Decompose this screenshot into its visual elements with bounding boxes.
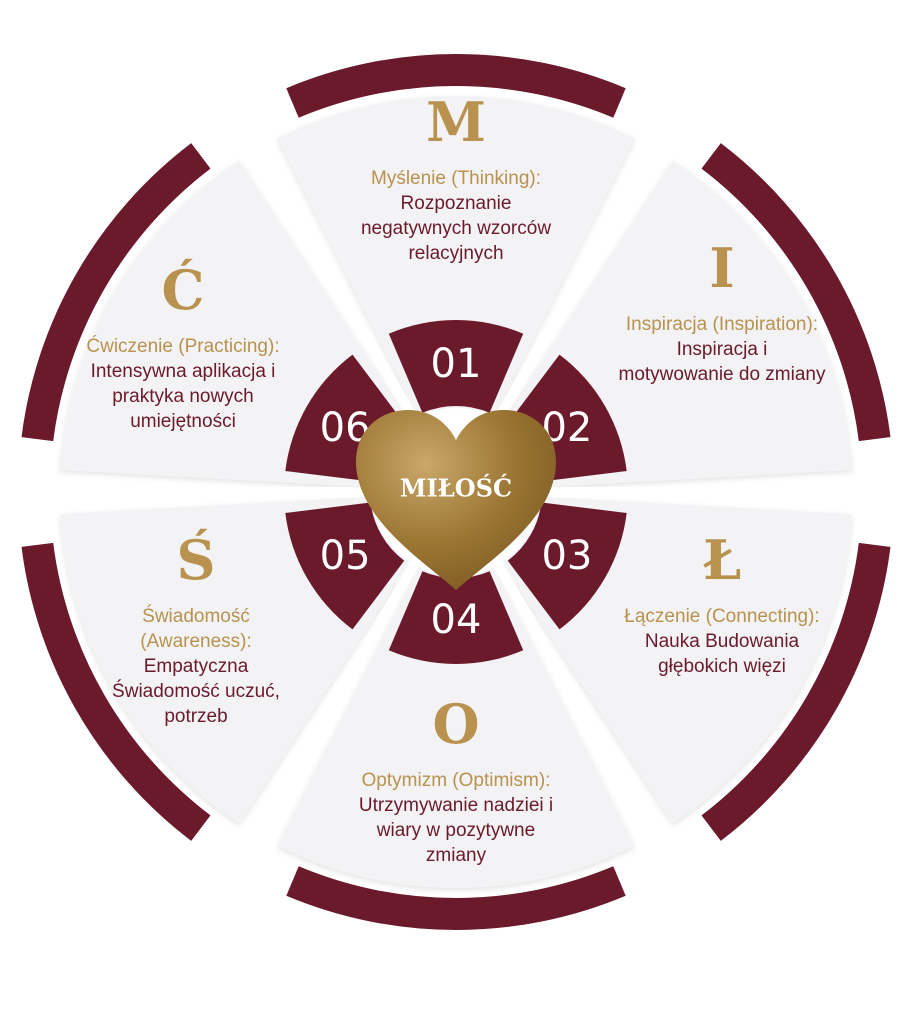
inner-segment-01	[388, 320, 524, 413]
segment-text-04: O Optymizm (Optimism): Utrzymywanie nadzie…	[326, 694, 586, 868]
segment-outer-band-05	[21, 542, 211, 841]
segment-description-line: głębokich więzi	[658, 656, 786, 677]
segment-outer-band-01	[286, 53, 626, 118]
segment-description-line: Świadomość uczuć,	[112, 681, 280, 702]
segment-text-06: Ć Ćwiczenie (Practicing): Intensywna aplik…	[53, 260, 313, 434]
segment-letter: Ł	[702, 528, 742, 592]
segment-number-label: 05	[320, 533, 371, 579]
segment-title: Optymizm (Optimism):	[361, 770, 551, 791]
segment-letter: M	[426, 90, 486, 154]
segment-outer-band-04	[286, 866, 626, 931]
segment-outer-band-03	[701, 542, 891, 841]
segment-title: Świadomość (Awareness):	[140, 606, 252, 652]
segment-number-label: 04	[431, 597, 482, 643]
segment-description-line: Rozpoznanie	[400, 193, 512, 214]
center-label: MIŁOŚĆ	[400, 474, 512, 503]
segment-number-label: 01	[431, 341, 482, 387]
inner-segment-05	[285, 502, 405, 630]
segment-title: Inspiracja (Inspiration):	[625, 314, 819, 335]
segment-description-line: umiejętności	[130, 411, 236, 432]
segment-description-line: zmiany	[425, 845, 487, 866]
segment-letter: Ś	[176, 528, 216, 592]
segment-outer-band-06	[21, 143, 211, 442]
segment-title: Ćwiczenie (Practicing):	[86, 336, 280, 357]
inner-segment-03	[507, 502, 627, 630]
segment-outer-band-02	[701, 143, 891, 442]
segment-letter: Ć	[161, 258, 205, 322]
segment-letter: I	[709, 236, 735, 300]
segment-title: Łączenie (Connecting):	[624, 606, 820, 627]
segment-description-line: Utrzymywanie nadziei i	[358, 795, 554, 816]
segment-description-line: Empatyczna	[143, 656, 249, 677]
segment-description-line: negatywnych wzorców	[360, 218, 552, 239]
segment-title: Myślenie (Thinking):	[371, 168, 541, 189]
segment-letter: O	[432, 692, 480, 756]
segment-description-line: potrzeb	[164, 706, 228, 727]
segment-text-02: I Inspiracja (Inspiration): Inspiracja i mo…	[592, 238, 852, 387]
segment-number-label: 03	[541, 533, 592, 579]
segment-panel-04	[277, 492, 635, 889]
segment-description-line: praktyka nowych	[112, 386, 254, 407]
segment-text-01: M Myślenie (Thinking): Rozpoznanie negatywn…	[326, 92, 586, 266]
segment-description-line: Nauka Budowania	[644, 631, 800, 652]
segment-description-line: relacyjnych	[408, 243, 504, 264]
heart-icon	[356, 410, 556, 590]
segment-description-line: Inspiracja i	[676, 339, 768, 360]
segment-description-line: wiary w pozytywne	[376, 820, 536, 841]
segment-description-line: motywowanie do zmiany	[618, 364, 826, 385]
segment-panel-01	[277, 95, 635, 492]
segment-text-03: Ł Łączenie (Connecting): Nauka Budowania gł…	[592, 530, 852, 679]
inner-segment-04	[388, 571, 524, 664]
segment-description-line: Intensywna aplikacja i	[90, 361, 276, 382]
